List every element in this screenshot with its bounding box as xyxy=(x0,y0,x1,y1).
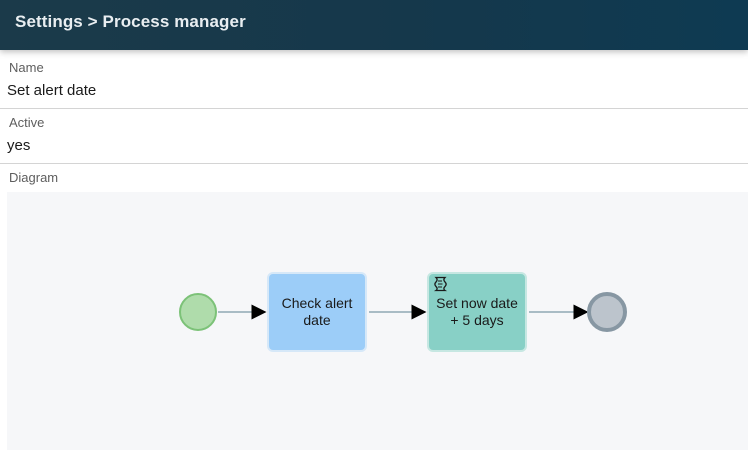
active-label: Active xyxy=(9,115,45,130)
diagram-canvas[interactable]: Check alert date Set now date + 5 days xyxy=(7,192,748,450)
flow-connections xyxy=(179,292,627,332)
name-value[interactable]: Set alert date xyxy=(7,82,97,99)
task-label: Set now date + 5 days xyxy=(436,295,518,328)
task-check-alert-date[interactable]: Check alert date xyxy=(267,272,367,352)
page-title: Settings > Process manager xyxy=(15,12,246,31)
app-header: Settings > Process manager xyxy=(0,0,748,50)
name-label: Name xyxy=(9,60,44,75)
active-value[interactable]: yes xyxy=(7,137,31,154)
script-task-set-now-date[interactable]: Set now date + 5 days xyxy=(427,272,527,352)
divider xyxy=(0,163,748,164)
task-label: Check alert date xyxy=(281,295,353,328)
start-event[interactable] xyxy=(179,293,217,331)
end-event[interactable] xyxy=(587,292,627,332)
divider xyxy=(0,108,748,109)
diagram-label: Diagram xyxy=(9,170,59,185)
